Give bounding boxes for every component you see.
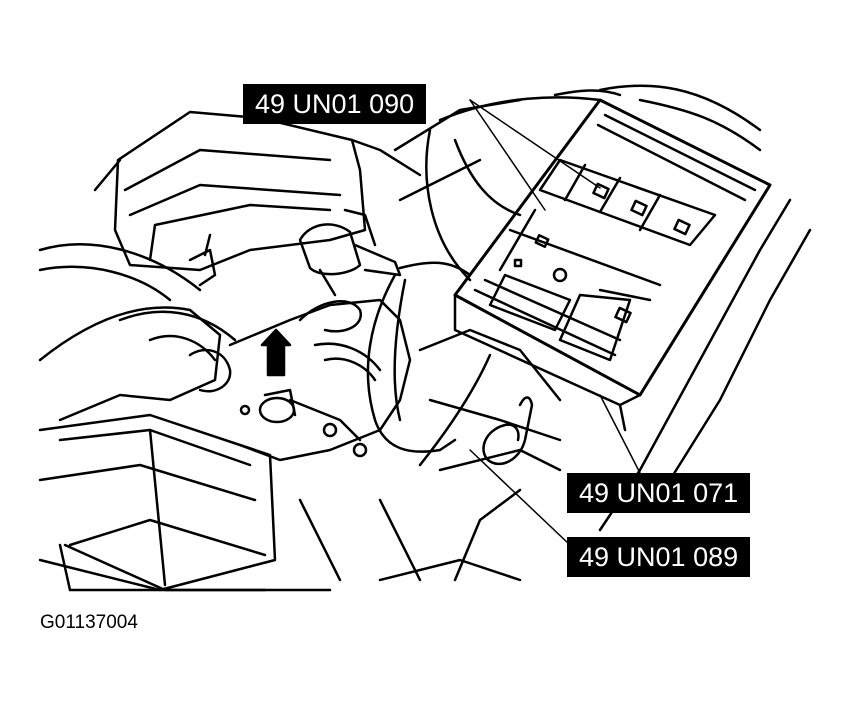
- up-arrow-icon: [260, 328, 292, 377]
- leader-090-b: [469, 99, 601, 189]
- intake-hose: [38, 306, 237, 422]
- callout-tool-49un01071: 49 UN01 071: [567, 473, 751, 513]
- callout-tool-49un01089: 49 UN01 089: [567, 537, 751, 577]
- figure-id: G01137004: [40, 612, 138, 633]
- callout-tool-49un01090: 49 UN01 090: [243, 84, 427, 124]
- battery-box: [38, 413, 277, 592]
- leader-071: [599, 394, 641, 474]
- leader-090-a: [469, 99, 546, 211]
- body-panels: [58, 84, 812, 592]
- leader-lines: [469, 99, 641, 546]
- test-connector: [298, 208, 402, 297]
- tester-cables: [366, 89, 622, 467]
- engine-block: [38, 110, 422, 302]
- leader-089: [469, 449, 571, 546]
- tester-device: [453, 98, 772, 432]
- hood-latch: [482, 396, 534, 466]
- center-components: [188, 233, 412, 462]
